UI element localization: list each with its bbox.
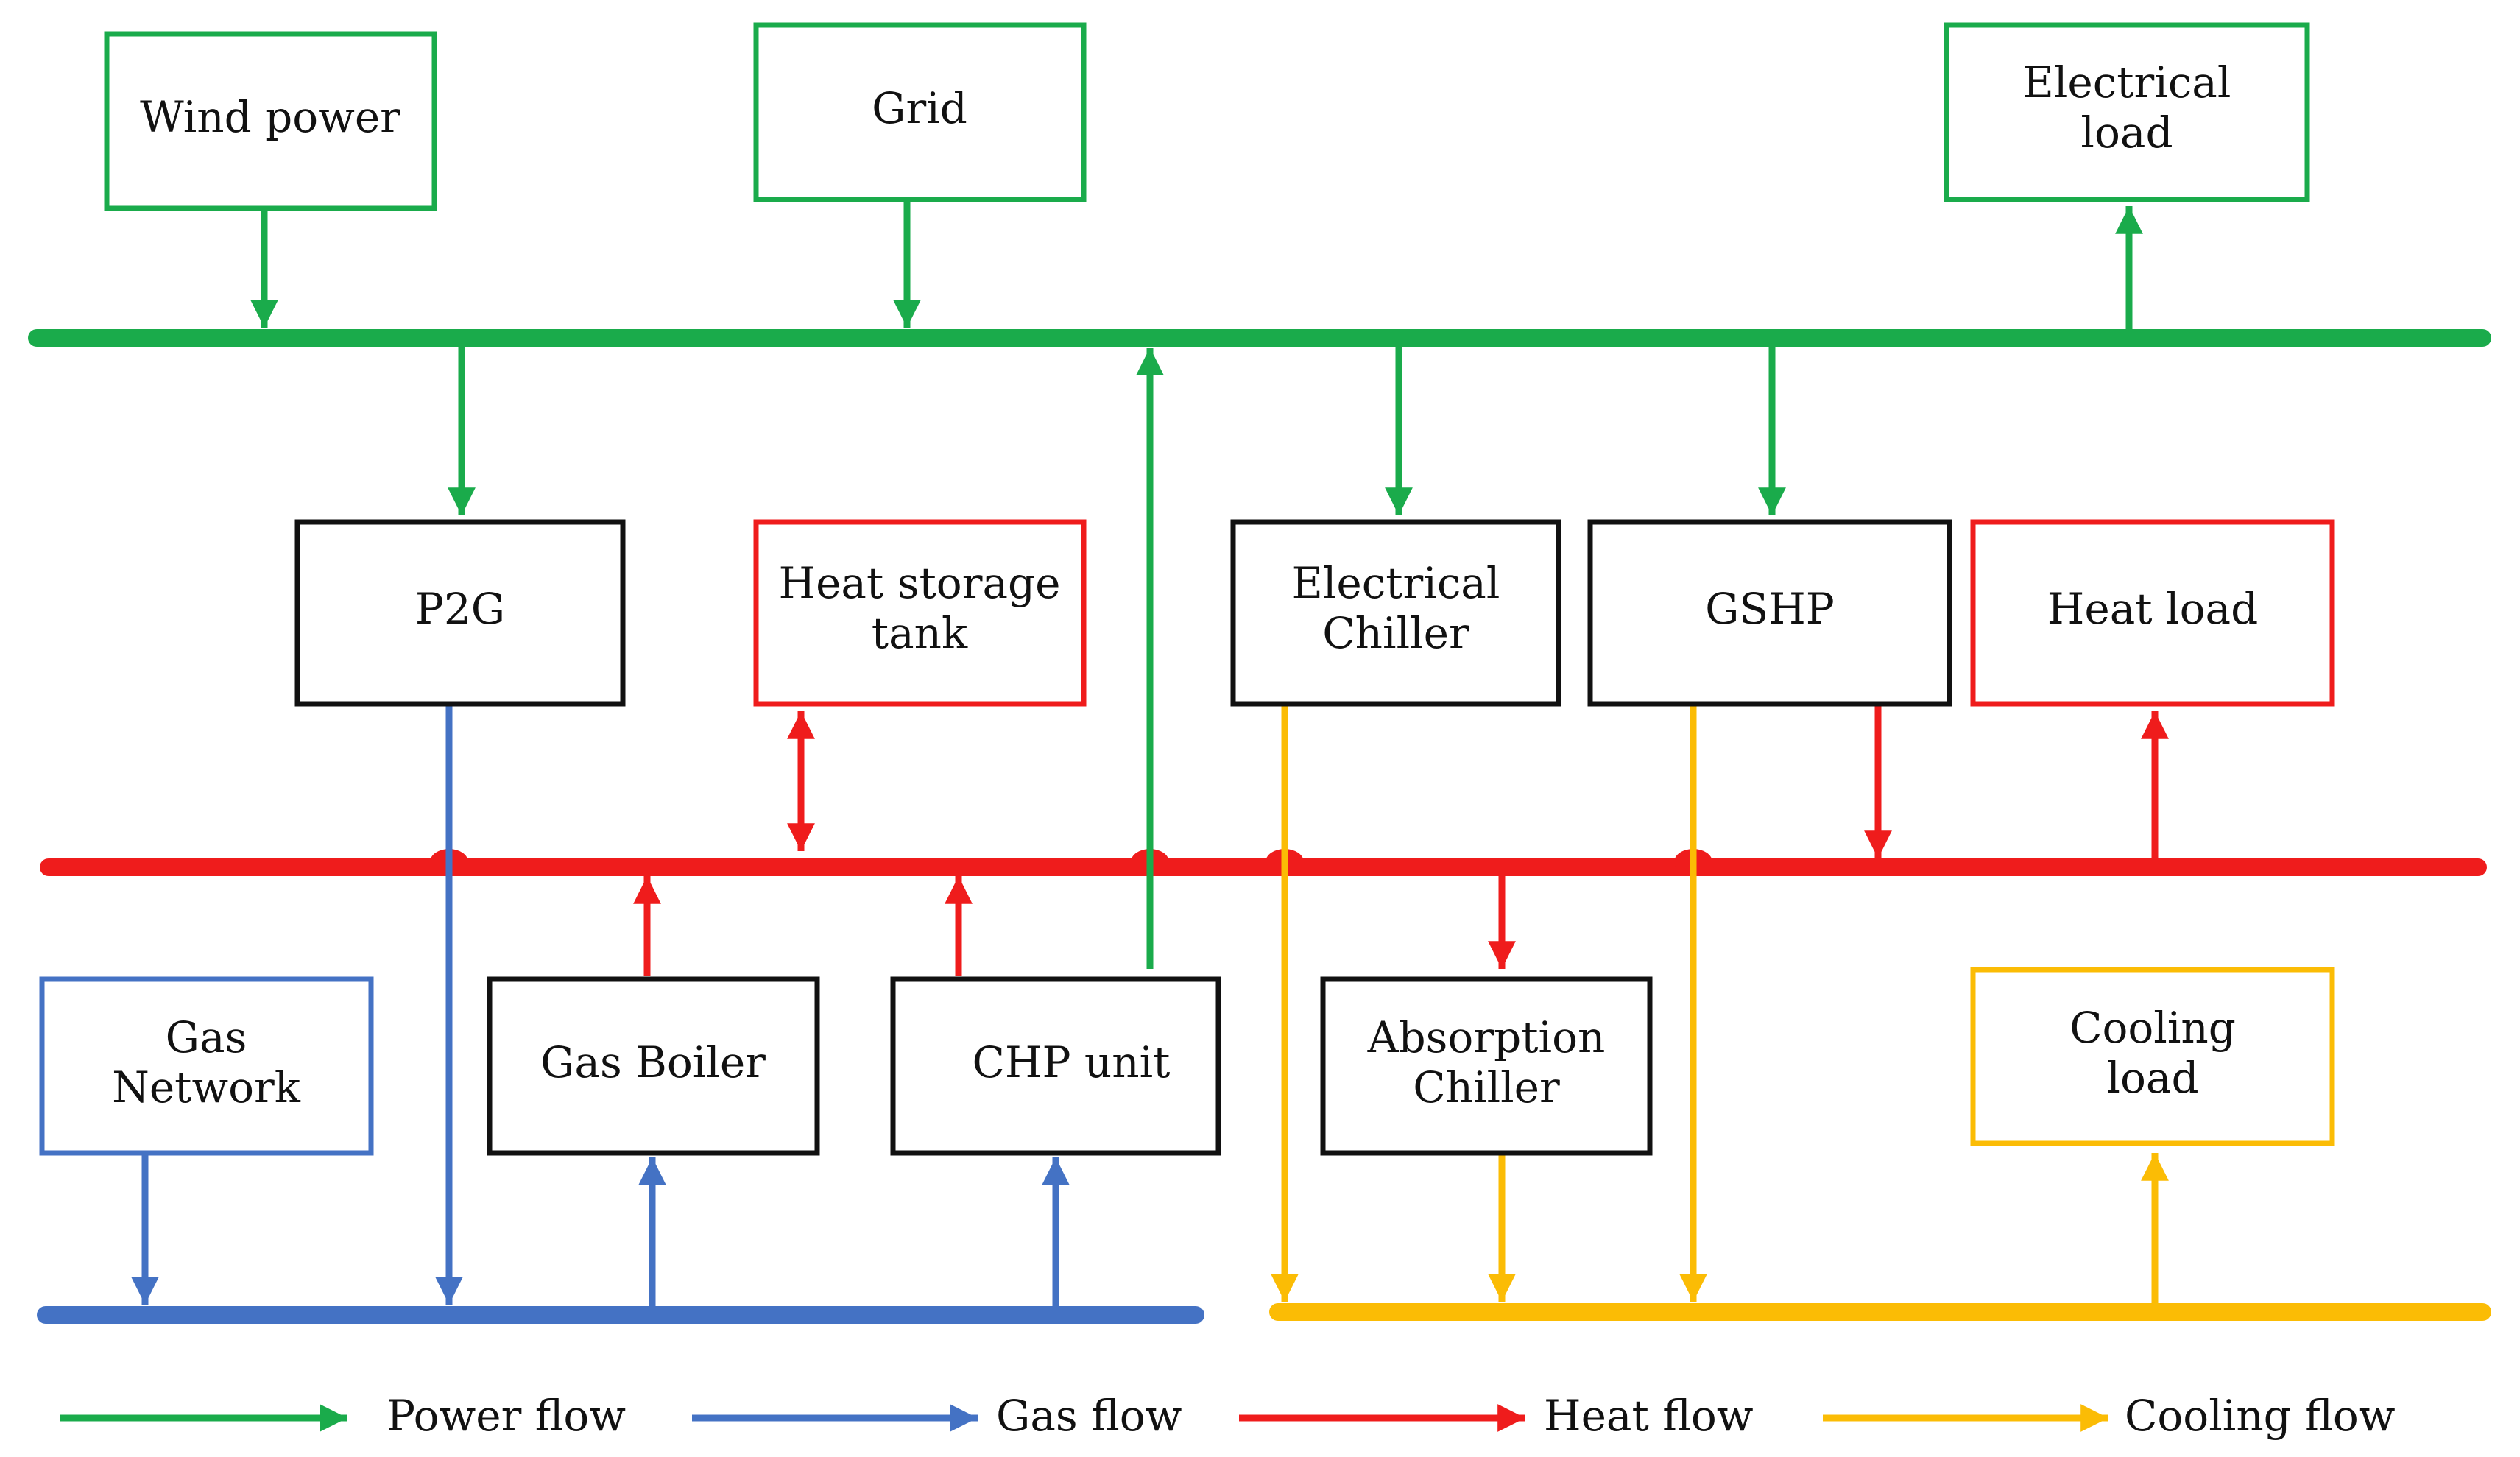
legend-power-label: Power flow xyxy=(387,1391,626,1441)
heat-load-box: Heat load xyxy=(1970,519,2335,707)
electrical-chiller-box: Electrical Chiller xyxy=(1230,519,1561,707)
heat-storage-tank-label-line1: Heat storage xyxy=(779,558,1061,608)
chp-unit-box: CHP unit xyxy=(890,976,1221,1156)
legend-item-gas: Gas flow xyxy=(692,1391,1182,1441)
absorption-chiller-label-line1: Absorption xyxy=(1367,1012,1606,1062)
gas-network-label-line1: Gas xyxy=(166,1012,247,1062)
legend: Power flow Gas flow Heat flow Cooling fl… xyxy=(60,1391,2395,1441)
gas-network-box: Gas Network xyxy=(39,976,374,1156)
absorption-chiller-label-line2: Chiller xyxy=(1413,1062,1560,1112)
p2g-label: P2G xyxy=(415,584,505,634)
wind-power-box: Wind power xyxy=(104,31,437,211)
electrical-load-box: Electrical load xyxy=(1944,22,2310,202)
grid-label: Grid xyxy=(872,83,967,133)
electrical-load-label-line2: load xyxy=(2080,107,2173,158)
legend-item-heat: Heat flow xyxy=(1239,1391,1753,1441)
cooling-load-label-line1: Cooling xyxy=(2069,1003,2236,1053)
absorption-chiller-box: Absorption Chiller xyxy=(1320,976,1653,1156)
legend-heat-label: Heat flow xyxy=(1544,1391,1753,1441)
electrical-load-label-line1: Electrical xyxy=(2023,57,2231,107)
electrical-chiller-label-line1: Electrical xyxy=(1292,558,1500,608)
gas-boiler-box: Gas Boiler xyxy=(487,976,820,1156)
cooling-load-box: Cooling load xyxy=(1970,967,2335,1146)
wind-power-label: Wind power xyxy=(140,92,400,142)
chp-unit-label: CHP unit xyxy=(973,1037,1171,1087)
gas-network-label-line2: Network xyxy=(112,1062,301,1112)
cooling-load-label-line2: load xyxy=(2106,1053,2198,1103)
legend-gas-label: Gas flow xyxy=(996,1391,1182,1441)
legend-item-cooling: Cooling flow xyxy=(1823,1391,2395,1441)
p2g-box: P2G xyxy=(294,519,626,707)
heat-load-label: Heat load xyxy=(2047,584,2258,634)
legend-cooling-label: Cooling flow xyxy=(2125,1391,2395,1441)
grid-box: Grid xyxy=(753,22,1087,202)
gshp-box: GSHP xyxy=(1587,519,1952,707)
electrical-chiller-label-line2: Chiller xyxy=(1322,608,1469,658)
heat-storage-tank-label-line2: tank xyxy=(872,608,968,658)
gas-boiler-label: Gas Boiler xyxy=(540,1037,766,1087)
legend-item-power: Power flow xyxy=(60,1391,626,1441)
heat-storage-tank-box: Heat storage tank xyxy=(753,519,1087,707)
gshp-label: GSHP xyxy=(1705,584,1835,634)
